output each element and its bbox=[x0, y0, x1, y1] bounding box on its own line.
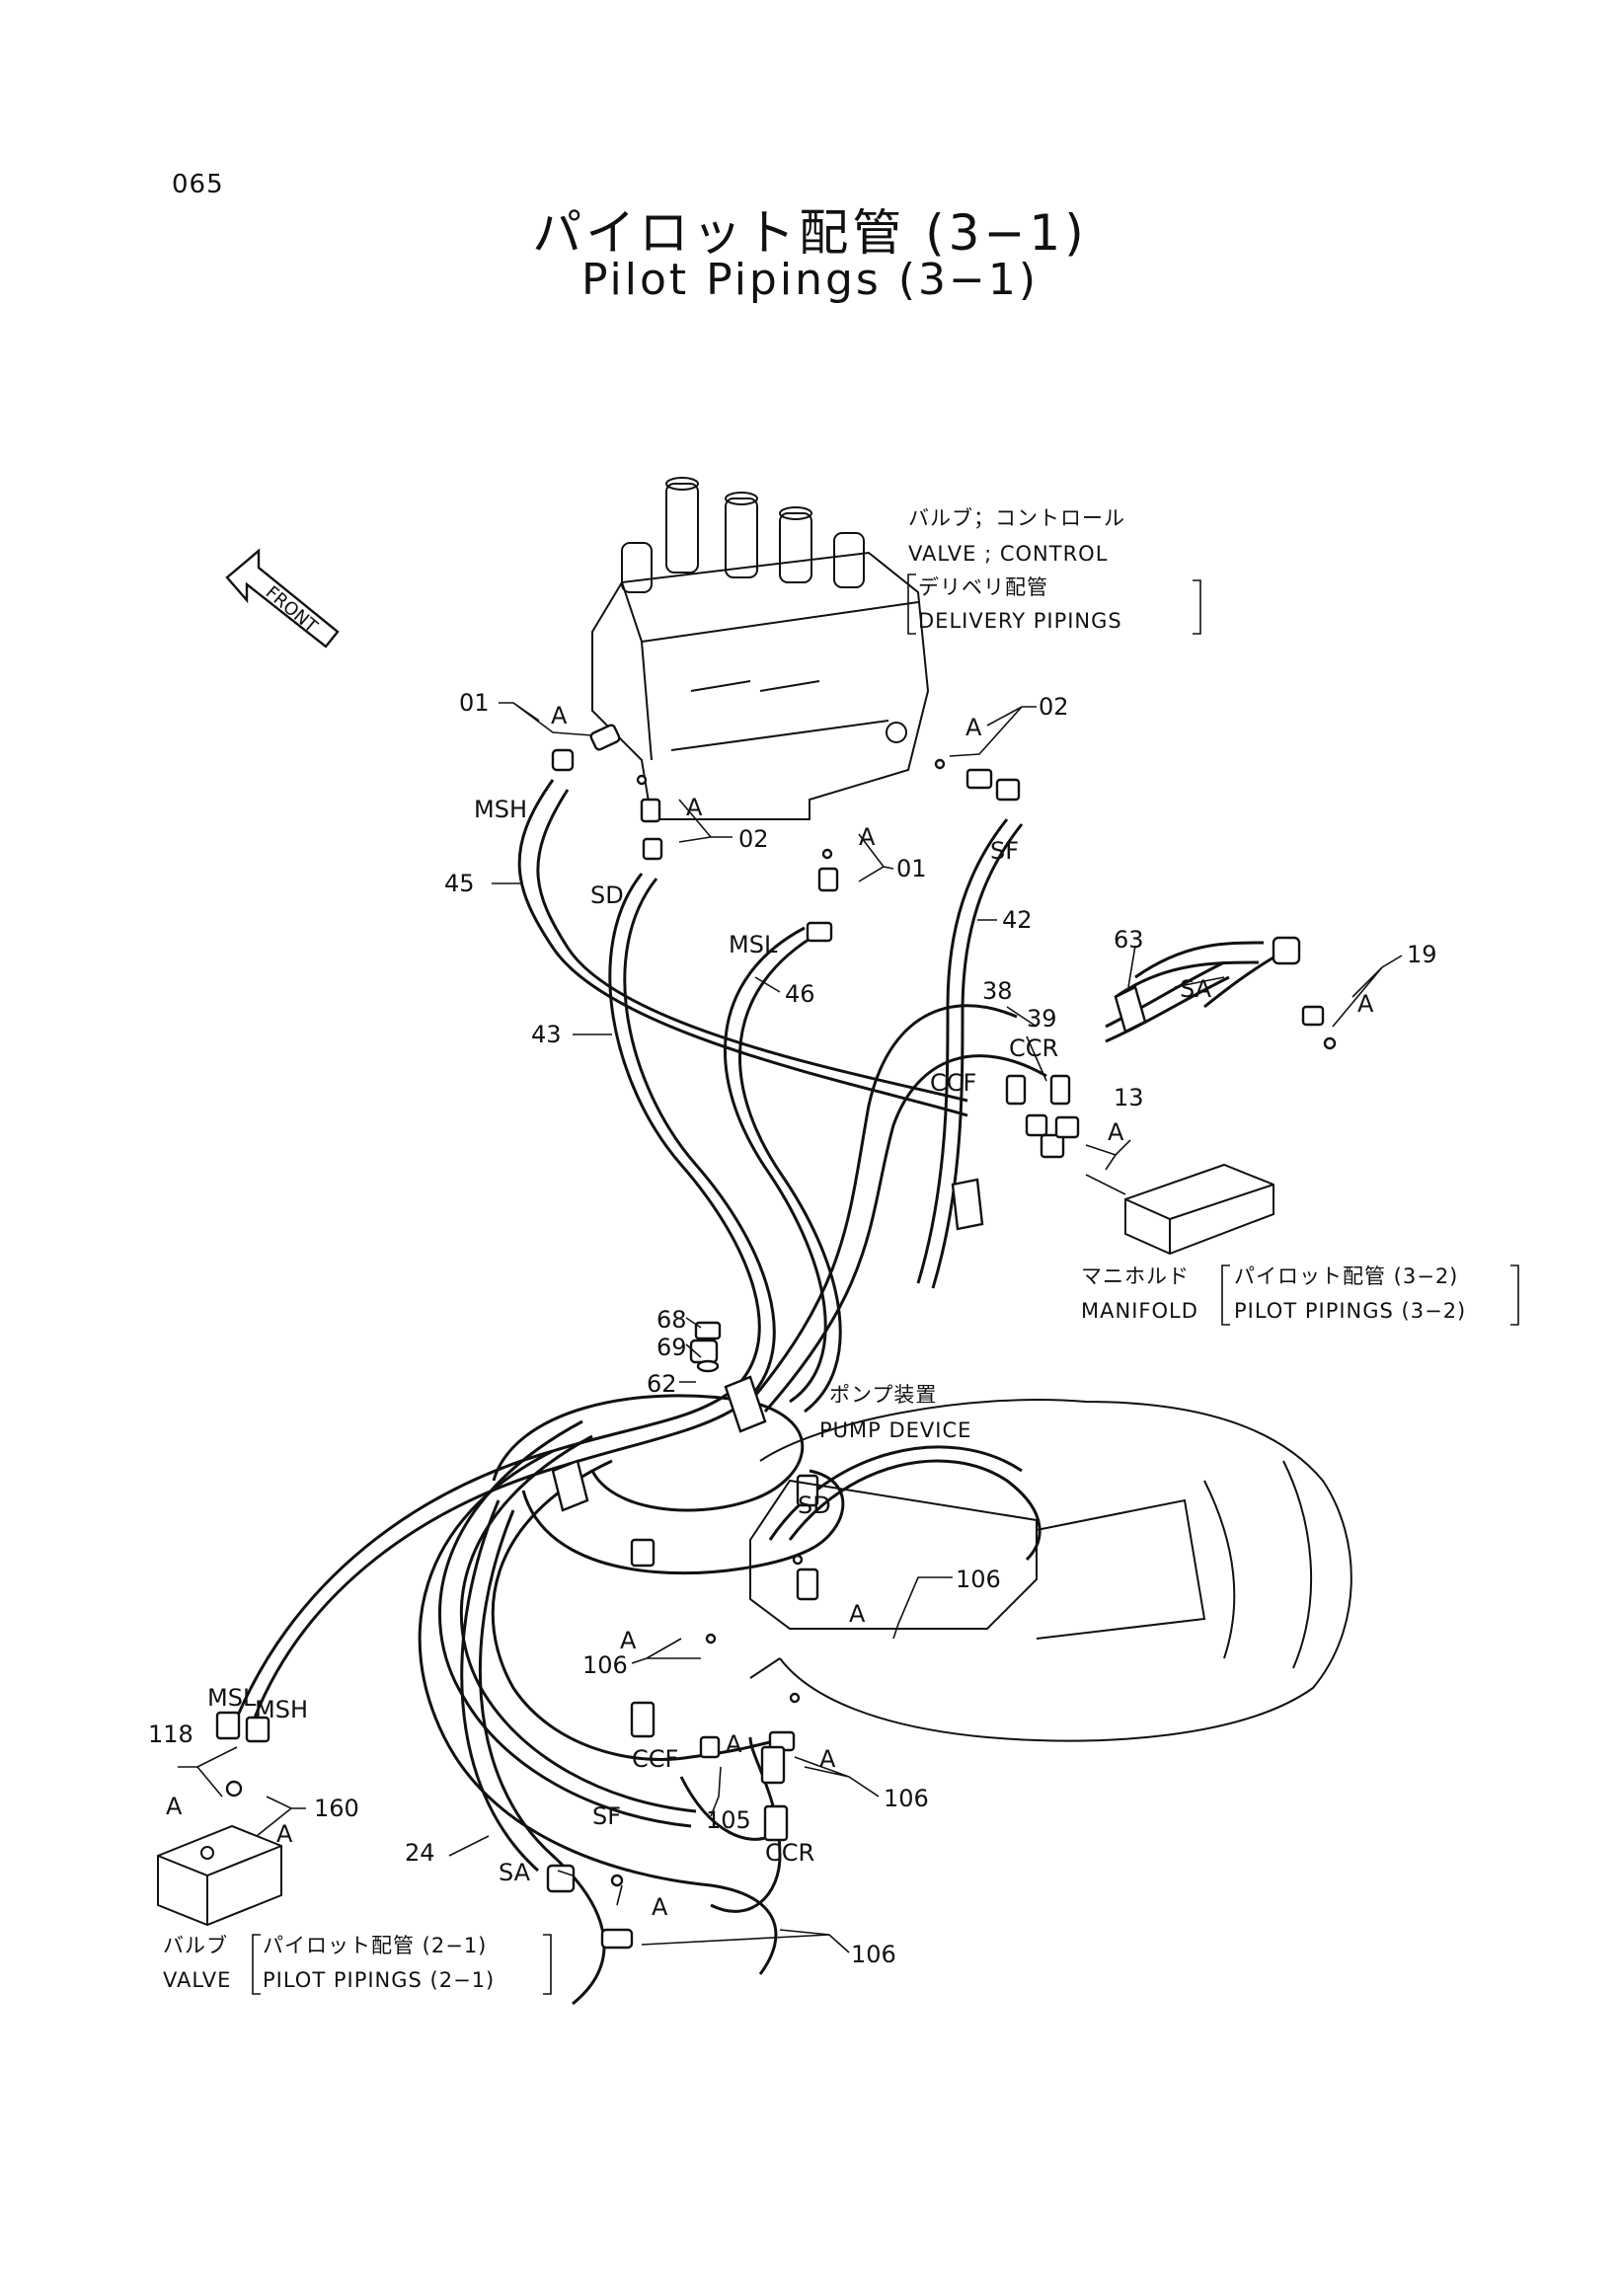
svg-text:SF: SF bbox=[592, 1802, 621, 1830]
part-label-39: 39 bbox=[1027, 1005, 1057, 1033]
svg-text:SA: SA bbox=[1180, 975, 1212, 1003]
manifold-body bbox=[1085, 1163, 1274, 1256]
svg-text:MSL: MSL bbox=[729, 931, 778, 958]
svg-text:バルブ；コントロール: バルブ；コントロール bbox=[908, 506, 1125, 530]
svg-text:A: A bbox=[849, 1600, 866, 1628]
fitting-group bbox=[215, 724, 1337, 1950]
part-label-24: 24 bbox=[405, 1839, 435, 1867]
svg-text:CCF: CCF bbox=[632, 1745, 678, 1773]
clamp-group bbox=[551, 985, 1147, 1512]
svg-text:MSH: MSH bbox=[474, 796, 527, 823]
part-label-38: 38 bbox=[982, 977, 1013, 1005]
caption-manifold: マニホルド MANIFOLD パイロット配管 (3−2) PILOT PIPIN… bbox=[1081, 1264, 1519, 1326]
svg-text:A: A bbox=[965, 714, 982, 741]
part-label-106: 106 bbox=[956, 1566, 1001, 1593]
part-label-106: 106 bbox=[582, 1651, 628, 1679]
svg-text:A: A bbox=[166, 1793, 183, 1820]
part-label-105: 105 bbox=[706, 1806, 751, 1834]
svg-text:SA: SA bbox=[499, 1859, 531, 1886]
part-label-01: 01 bbox=[459, 689, 490, 717]
part-label-13: 13 bbox=[1114, 1084, 1144, 1111]
svg-text:DELIVERY PIPINGS: DELIVERY PIPINGS bbox=[918, 609, 1122, 633]
valve-block bbox=[157, 1824, 282, 1927]
part-label-62: 62 bbox=[647, 1370, 677, 1398]
part-label-42: 42 bbox=[1002, 906, 1033, 934]
svg-text:A: A bbox=[819, 1745, 836, 1773]
svg-text:A: A bbox=[620, 1627, 637, 1654]
pump-device-body bbox=[749, 1399, 1352, 1742]
part-label-106: 106 bbox=[884, 1785, 929, 1812]
svg-text:A: A bbox=[859, 823, 876, 851]
svg-text:A: A bbox=[1357, 990, 1374, 1018]
svg-text:パイロット配管 (3−2): パイロット配管 (3−2) bbox=[1234, 1264, 1458, 1288]
part-label-43: 43 bbox=[531, 1021, 562, 1048]
part-label-69: 69 bbox=[656, 1334, 687, 1361]
caption-control-valve: バルブ；コントロール VALVE ; CONTROL デリベリ配管 DELIVE… bbox=[907, 506, 1201, 635]
svg-text:MSL: MSL bbox=[207, 1684, 257, 1712]
svg-text:パイロット配管 (2−1): パイロット配管 (2−1) bbox=[263, 1934, 487, 1957]
svg-text:A: A bbox=[276, 1820, 293, 1848]
leader-lines bbox=[178, 702, 1403, 1953]
page-title-english: Pilot Pipings (3−1) bbox=[580, 255, 1040, 305]
front-arrow-icon: FRONT bbox=[225, 548, 340, 649]
part-label-63: 63 bbox=[1114, 926, 1144, 954]
part-label-02: 02 bbox=[1039, 693, 1069, 721]
svg-text:A: A bbox=[1108, 1118, 1124, 1146]
part-label-46: 46 bbox=[785, 980, 815, 1008]
svg-text:CCR: CCR bbox=[765, 1839, 814, 1867]
svg-text:バルブ: バルブ bbox=[163, 1934, 228, 1957]
svg-text:MANIFOLD: MANIFOLD bbox=[1081, 1299, 1198, 1323]
svg-text:MSH: MSH bbox=[255, 1696, 308, 1723]
page-number: 065 bbox=[172, 170, 224, 199]
svg-text:SD: SD bbox=[798, 1492, 831, 1519]
svg-text:CCR: CCR bbox=[1009, 1034, 1058, 1062]
caption-valve: バルブ VALVE パイロット配管 (2−1) PILOT PIPINGS (2… bbox=[163, 1934, 552, 1995]
svg-text:A: A bbox=[726, 1730, 742, 1758]
svg-text:VALVE ; CONTROL: VALVE ; CONTROL bbox=[908, 542, 1108, 566]
control-valve-body bbox=[591, 477, 930, 820]
part-label-68: 68 bbox=[656, 1306, 687, 1334]
svg-text:ポンプ装置: ポンプ装置 bbox=[829, 1383, 937, 1407]
svg-text:PILOT PIPINGS (2−1): PILOT PIPINGS (2−1) bbox=[263, 1968, 495, 1992]
caption-pump-device: ポンプ装置 PUMP DEVICE bbox=[819, 1383, 971, 1442]
part-label-19: 19 bbox=[1407, 941, 1437, 968]
part-label-160: 160 bbox=[314, 1795, 359, 1822]
code-labels: A A A A A A A A A A A A A MSH SD SF MSL … bbox=[166, 702, 1374, 1921]
svg-text:CCF: CCF bbox=[930, 1069, 976, 1097]
part-label-45: 45 bbox=[444, 870, 475, 897]
part-label-02: 02 bbox=[738, 825, 769, 853]
part-label-106: 106 bbox=[851, 1941, 896, 1968]
svg-text:PUMP DEVICE: PUMP DEVICE bbox=[819, 1418, 971, 1442]
svg-text:SD: SD bbox=[590, 881, 624, 909]
svg-text:SF: SF bbox=[990, 837, 1019, 865]
svg-text:VALVE: VALVE bbox=[163, 1968, 231, 1992]
svg-text:A: A bbox=[551, 702, 568, 729]
svg-text:A: A bbox=[686, 794, 703, 821]
svg-text:PILOT PIPINGS (3−2): PILOT PIPINGS (3−2) bbox=[1234, 1299, 1466, 1323]
front-arrow-label: FRONT bbox=[262, 582, 322, 638]
svg-text:A: A bbox=[652, 1893, 668, 1921]
part-label-01: 01 bbox=[896, 855, 927, 882]
part-number-labels: 01 02 02 01 45 43 42 46 63 19 13 38 39 6… bbox=[148, 689, 1437, 1968]
part-label-118: 118 bbox=[148, 1721, 193, 1748]
page-title-japanese: パイロット配管 (3−1) bbox=[532, 204, 1088, 262]
bolt-washer-set bbox=[694, 1321, 722, 1373]
svg-text:デリベリ配管: デリベリ配管 bbox=[918, 575, 1048, 599]
svg-text:マニホルド: マニホルド bbox=[1081, 1264, 1190, 1288]
